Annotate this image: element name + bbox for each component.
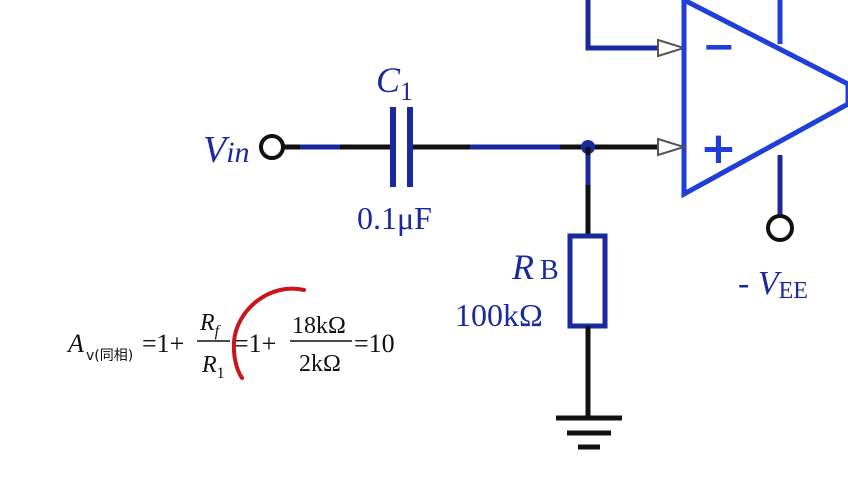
red-annotation-arc [231,286,306,380]
supply-label-sub: EE [779,278,808,304]
gain-symbol: A [66,329,84,358]
svg-text:Rf: Rf [199,310,222,340]
capacitor-value: 0.1μF [357,200,432,236]
frac1-denominator-sub: 1 [217,365,225,382]
opamp-minus-sign: − [702,24,736,70]
capacitor-name: C1 [376,60,413,106]
inverting-input-arrow [657,38,688,58]
frac1-numerator-sub: f [215,323,222,340]
supply-label-prefix: - [738,265,758,302]
frac2-denominator: 2kΩ [299,351,341,377]
vee-terminal [766,214,794,242]
input-label: Vin [203,129,250,171]
input-terminal [259,134,285,160]
gain-subscript: v(同相) [86,348,133,364]
svg-text:R1: R1 [201,352,225,382]
svg-text:A: A [66,329,84,358]
gain-equation: A v(同相) =1+ Rf R1 =1+ 18kΩ 2kΩ =10 [66,310,395,382]
opamp-plus-sign: + [700,123,737,174]
svg-text:v(同相): v(同相) [86,348,133,364]
opamp-triangle [681,0,848,199]
input-label-main: V [203,129,230,171]
input-label-sub: in [226,136,249,169]
resistor-body [567,233,608,329]
resistor-value: 100kΩ [455,297,543,333]
frac1-denominator-main: R [201,352,217,378]
frac1-numerator-main: R [199,310,215,336]
equals-one-plus-1: =1+ [142,329,184,358]
capacitor-name-sub: 1 [400,77,413,106]
equation-result: =10 [354,329,395,358]
noninverting-input-arrow [657,137,688,157]
resistor-name-sub: B [540,255,559,286]
supply-label: - VEE [738,265,808,304]
resistor-name-main: R [511,247,534,287]
frac2-numerator: 18kΩ [292,313,346,339]
equals-one-plus-2: =1+ [234,329,276,358]
capacitor-name-main: C [376,60,401,100]
feedback-wire [585,0,658,51]
